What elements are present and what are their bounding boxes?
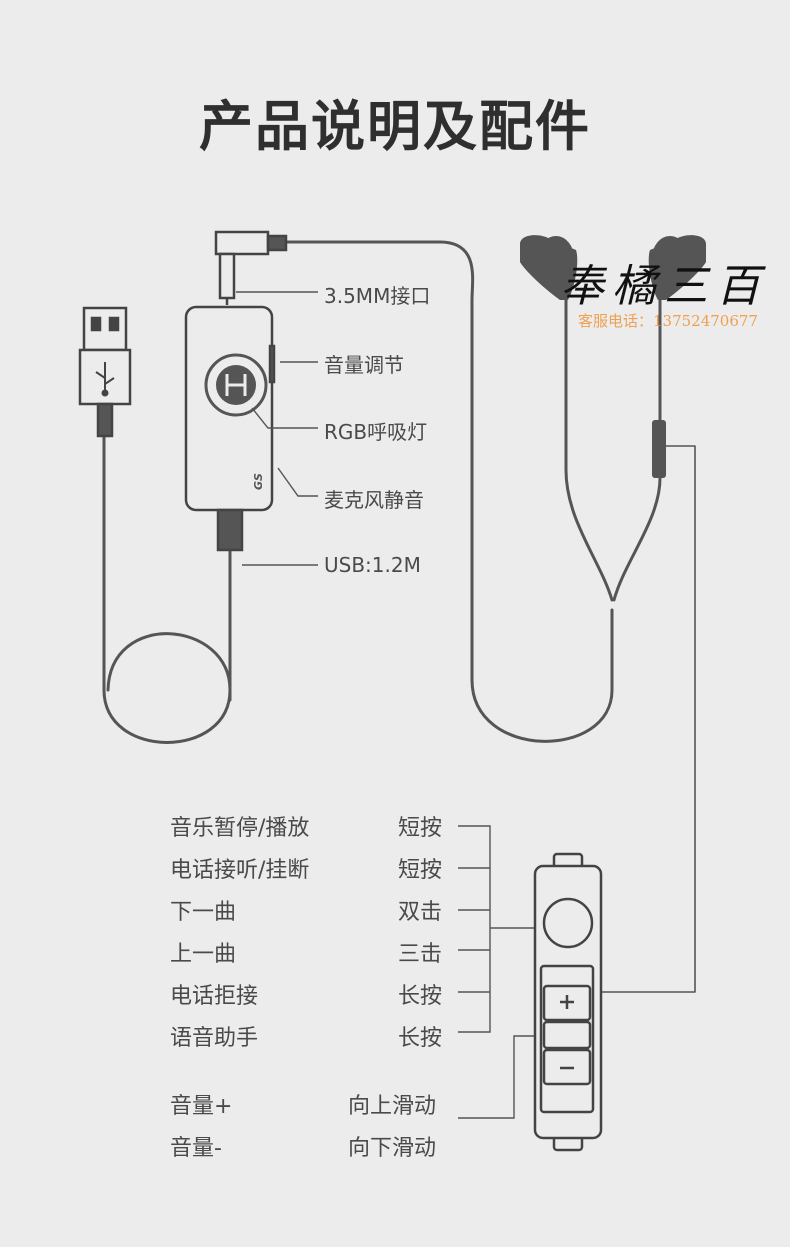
function-action: 双击 — [398, 900, 443, 925]
rgb-callout: RGB呼吸灯 — [324, 420, 428, 444]
volume-up-label: 音量+ — [170, 1094, 233, 1119]
usb-control-box — [184, 305, 276, 552]
mic-module — [652, 420, 666, 478]
function-action: 三击 — [398, 942, 443, 967]
volume-callout: 音量调节 — [324, 353, 404, 377]
mute-callout: 麦克风静音 — [324, 488, 424, 512]
watermark-phone: 客服电话：13752470677 — [578, 312, 758, 330]
function-bracket — [458, 825, 546, 1119]
control-logo: GS — [252, 473, 265, 490]
headphone-logo-icon — [204, 353, 268, 417]
function-action: 长按 — [398, 984, 443, 1009]
usb-connector-icon — [78, 306, 132, 438]
function-action: 长按 — [398, 1026, 443, 1051]
usb-symbol-icon — [95, 362, 115, 397]
function-label: 下一曲 — [170, 900, 237, 925]
inline-remote — [533, 852, 603, 1152]
jack-callout: 3.5MM接口 — [324, 284, 431, 308]
function-label: 电话接听/挂断 — [170, 858, 310, 883]
jack-cable — [283, 240, 614, 743]
page-title: 产品说明及配件 — [199, 95, 591, 158]
function-action: 短按 — [398, 858, 443, 883]
volume-down-label: 音量- — [170, 1136, 222, 1161]
function-label: 音乐暂停/播放 — [170, 816, 310, 841]
volume-down-action: 向下滑动 — [348, 1136, 437, 1161]
earbud-icon — [520, 235, 578, 300]
audio-jack-icon — [214, 230, 288, 305]
function-label: 语音助手 — [170, 1026, 259, 1051]
function-label: 电话拒接 — [170, 984, 259, 1009]
function-label: 上一曲 — [170, 942, 237, 967]
volume-up-action: 向上滑动 — [348, 1094, 437, 1119]
usb-callout: USB:1.2M — [324, 553, 421, 577]
function-action: 短按 — [398, 816, 443, 841]
watermark-brand: 奉橘三百 — [560, 261, 768, 312]
earbud-wire-left — [564, 298, 614, 602]
plus-icon — [560, 995, 574, 1009]
earbud-icon — [648, 235, 706, 300]
